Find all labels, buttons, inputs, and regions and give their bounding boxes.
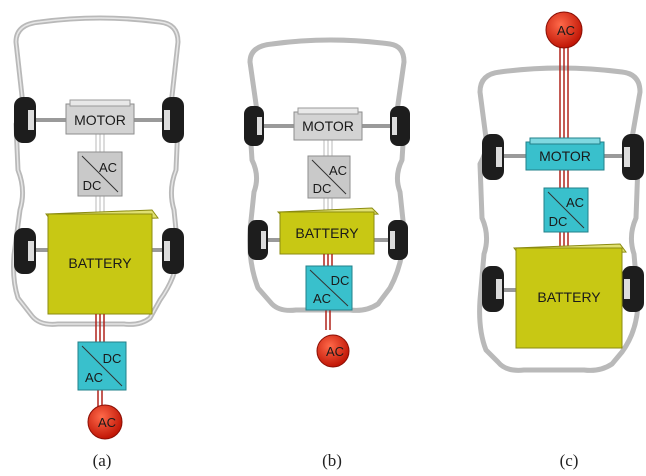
diagram-a: MOTOR AC DC BATTERY DC AC: [11, 15, 184, 470]
motor-label: MOTOR: [539, 148, 591, 164]
motor: MOTOR: [293, 107, 363, 141]
ac-plug: AC: [87, 404, 123, 440]
motor-label: MOTOR: [74, 112, 126, 128]
wheel: [390, 106, 410, 146]
battery: BATTERY: [276, 207, 380, 255]
inverter-top-label: AC: [566, 195, 584, 210]
inverter: AC DC: [543, 187, 589, 233]
inverter-top-label: AC: [329, 163, 347, 178]
wheel: [162, 97, 184, 143]
diagram-b: MOTOR AC DC BATTERY DC AC AC (b): [244, 37, 410, 470]
wheel: [14, 97, 36, 143]
charger-bottom-label: AC: [85, 370, 103, 385]
wheel: [14, 228, 36, 274]
battery-label: BATTERY: [68, 255, 132, 271]
wheel: [244, 106, 264, 146]
inverter-bottom-label: DC: [83, 178, 102, 193]
plug-label: AC: [557, 23, 575, 38]
wheel: [162, 228, 184, 274]
inverter: AC DC: [307, 155, 351, 199]
ac-plug: AC: [545, 11, 583, 49]
wheel: [622, 134, 644, 180]
battery: BATTERY: [45, 209, 159, 315]
charger-bottom-label: AC: [313, 291, 331, 306]
caption-b: (b): [322, 451, 342, 470]
charger: DC AC: [77, 341, 127, 391]
charger-top-label: DC: [103, 351, 122, 366]
wheel: [388, 220, 408, 260]
inverter-bottom-label: DC: [313, 181, 332, 196]
wheel: [482, 134, 504, 180]
plug-label: AC: [98, 415, 116, 430]
battery: BATTERY: [513, 243, 627, 349]
charger-top-label: DC: [331, 273, 350, 288]
battery-label: BATTERY: [295, 225, 359, 241]
motor: MOTOR: [525, 137, 605, 171]
wheel: [622, 266, 644, 312]
motor: MOTOR: [65, 99, 135, 135]
inverter-top-label: AC: [99, 160, 117, 175]
diagram-c: AC MOTOR AC DC BATTERY (c): [477, 11, 644, 470]
wheel: [248, 220, 268, 260]
plug-label: AC: [326, 344, 344, 359]
caption-c: (c): [560, 451, 579, 470]
car-frame: [477, 65, 643, 373]
inverter: AC DC: [77, 151, 123, 197]
inverter-bottom-label: DC: [549, 214, 568, 229]
battery-label: BATTERY: [537, 289, 601, 305]
wheel: [482, 266, 504, 312]
caption-a: (a): [93, 451, 112, 470]
motor-label: MOTOR: [302, 118, 354, 134]
charger: DC AC: [305, 265, 353, 311]
ac-plug: AC: [316, 334, 350, 368]
